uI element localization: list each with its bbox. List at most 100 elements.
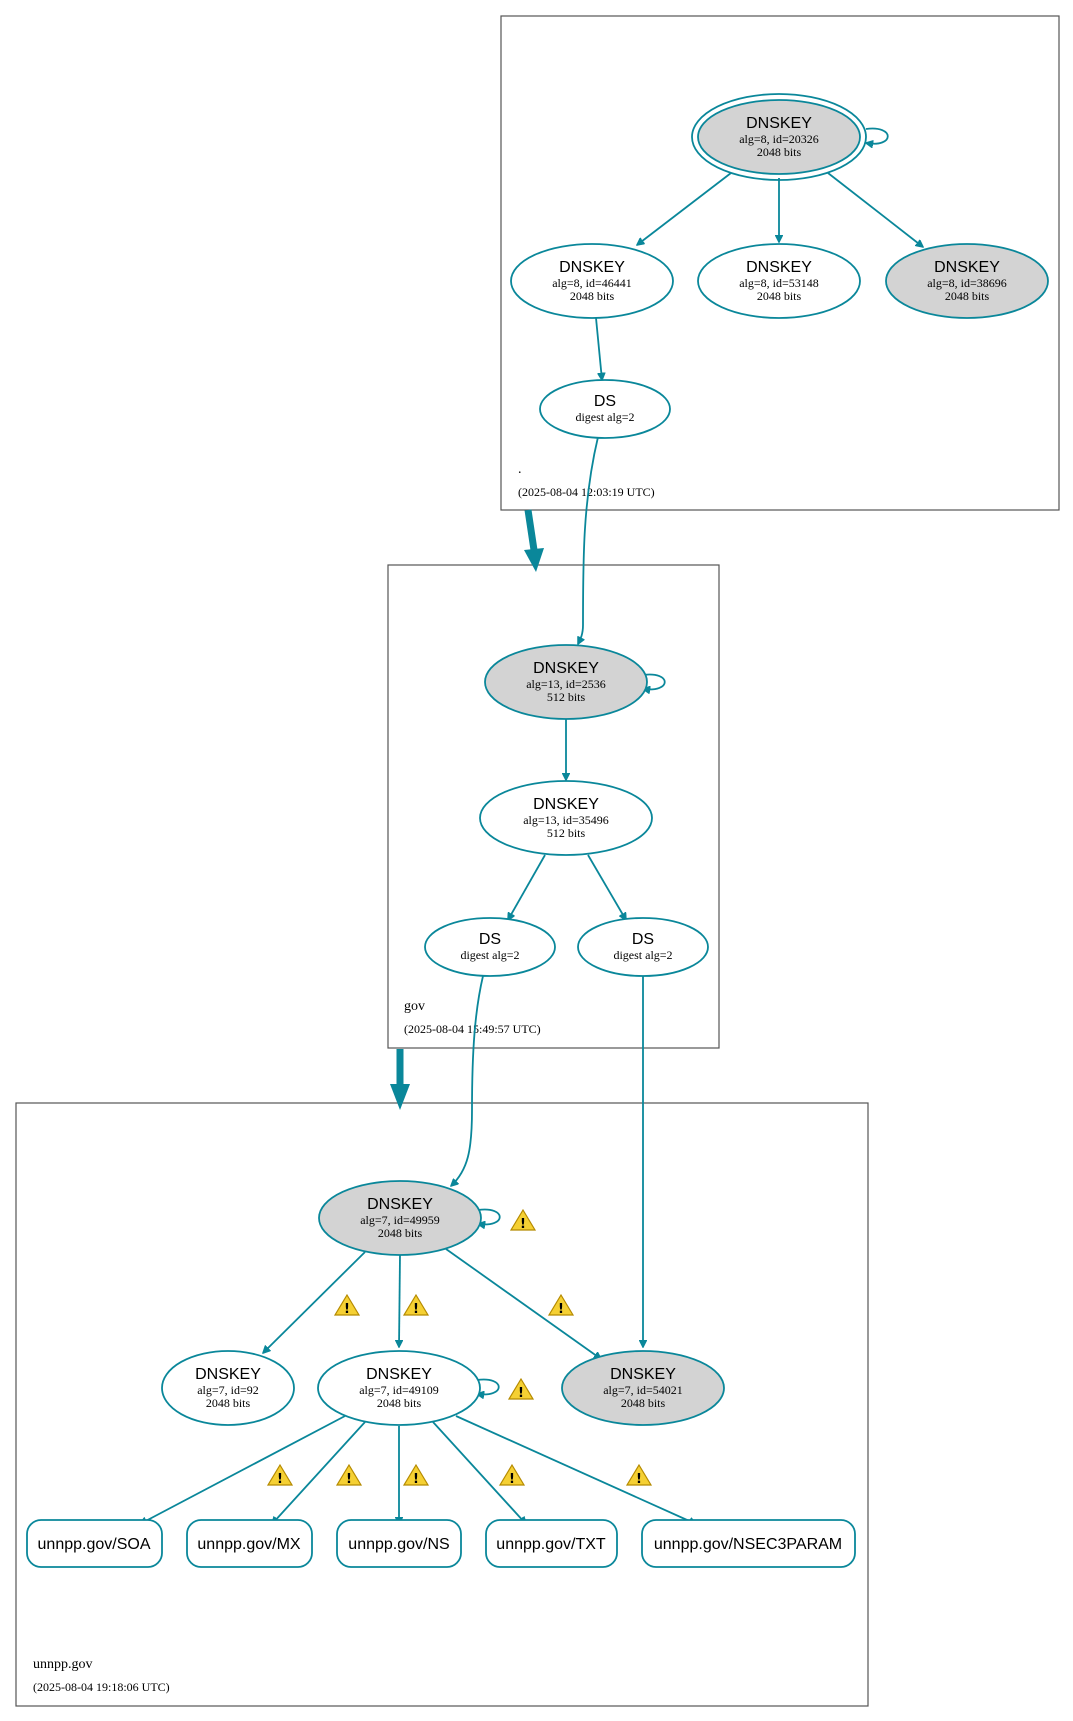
- node-title: DNSKEY: [746, 259, 812, 276]
- warning-icon: !: [266, 1463, 294, 1487]
- edge-root-ksk-self: [866, 127, 889, 144]
- node-detail-line: 2048 bits: [757, 145, 802, 159]
- node-detail-line: alg=8, id=38696: [927, 276, 1007, 290]
- rrset-txt[interactable]: unnpp.gov/TXT: [485, 1519, 618, 1568]
- node-detail-line: digest alg=2: [460, 948, 519, 962]
- node-title: DNSKEY: [559, 259, 625, 276]
- zone-gov-timestamp: (2025-08-04 15:49:57 UTC): [404, 1022, 541, 1036]
- node-dnskey-92[interactable]: DNSKEY alg=7, id=92 2048 bits: [161, 1350, 295, 1426]
- edge-unnpp-zsk-to-mx: [272, 1421, 366, 1524]
- rrset-ns-shape: [336, 1519, 462, 1568]
- svg-text:!: !: [277, 1472, 283, 1487]
- warning-icon: !: [547, 1293, 575, 1317]
- node-detail-line: 2048 bits: [378, 1226, 423, 1240]
- node-title: DNSKEY: [533, 660, 599, 677]
- edge-root-ds-to-gov-ksk: [577, 436, 599, 644]
- edge-unnpp-zsk-to-soa: [140, 1415, 346, 1525]
- warning-icon: !: [335, 1463, 363, 1487]
- delegation-arrows: [390, 509, 544, 1110]
- svg-text:!: !: [344, 1302, 350, 1317]
- node-detail-line: alg=13, id=2536: [526, 677, 606, 691]
- node-detail-line: alg=7, id=49959: [360, 1213, 440, 1227]
- node-title: DS: [594, 393, 616, 410]
- edges-layer: [140, 127, 923, 1525]
- node-title: DNSKEY: [367, 1196, 433, 1213]
- svg-text:!: !: [520, 1217, 526, 1232]
- warning-icon: !: [625, 1463, 653, 1487]
- rrset-nsec3param[interactable]: unnpp.gov/NSEC3PARAM: [641, 1519, 856, 1568]
- node-ds-gov-1[interactable]: DS digest alg=2: [424, 917, 556, 977]
- edge-unnpp-zsk-self: [477, 1378, 500, 1395]
- edge-gov-ds1-to-unnpp-ksk: [451, 975, 484, 1186]
- node-dnskey-46441[interactable]: DNSKEY alg=8, id=46441 2048 bits: [510, 243, 674, 319]
- warning-icon: !: [402, 1463, 430, 1487]
- node-dnskey-2536[interactable]: DNSKEY alg=13, id=2536 512 bits: [484, 644, 648, 720]
- node-title: DNSKEY: [533, 796, 599, 813]
- zone-unnpp-gov-timestamp: (2025-08-04 19:18:06 UTC): [33, 1680, 170, 1694]
- delegation-root-to-gov: [524, 509, 538, 551]
- node-dnskey-49109[interactable]: DNSKEY alg=7, id=49109 2048 bits: [317, 1350, 481, 1426]
- edge-unnpp-ksk-to-key-92: [263, 1251, 366, 1353]
- edge-unnpp-ksk-self: [478, 1208, 501, 1225]
- node-dnskey-20326[interactable]: DNSKEY alg=8, id=20326 2048 bits: [691, 93, 867, 181]
- rrset-soa[interactable]: unnpp.gov/SOA: [26, 1519, 163, 1568]
- node-detail-line: 2048 bits: [377, 1396, 422, 1410]
- svg-text:!: !: [558, 1302, 564, 1317]
- node-title: DNSKEY: [934, 259, 1000, 276]
- node-detail-line: 2048 bits: [757, 289, 802, 303]
- node-dnskey-92-shape: [161, 1350, 295, 1426]
- node-title: DS: [632, 931, 654, 948]
- svg-text:!: !: [413, 1472, 419, 1487]
- edge-root-zsk-to-ds: [595, 317, 602, 380]
- delegation-root-to-gov-head: [524, 548, 544, 572]
- node-detail-line: 512 bits: [547, 826, 586, 840]
- svg-text:!: !: [509, 1472, 515, 1487]
- rrset-soa-shape: [26, 1519, 163, 1568]
- node-detail-line: digest alg=2: [613, 948, 672, 962]
- node-title: DNSKEY: [366, 1366, 432, 1383]
- node-detail-line: alg=7, id=49109: [359, 1383, 439, 1397]
- edge-unnpp-zsk-to-txt: [432, 1421, 526, 1524]
- node-detail-line: alg=7, id=92: [197, 1383, 259, 1397]
- rrset-label: unnpp.gov/NSEC3PARAM: [654, 1536, 842, 1553]
- node-dnskey-2536-shape: [484, 644, 648, 720]
- node-dnskey-46441-shape: [510, 243, 674, 319]
- rrset-ns[interactable]: unnpp.gov/NS: [336, 1519, 462, 1568]
- node-detail-line: 2048 bits: [570, 289, 615, 303]
- node-dnskey-53148-shape: [697, 243, 861, 319]
- node-ds-gov-1-shape: [424, 917, 556, 977]
- zone-unnpp-gov-name: unnpp.gov: [33, 1657, 93, 1672]
- node-detail-line: alg=8, id=53148: [739, 276, 819, 290]
- node-dnskey-35496[interactable]: DNSKEY alg=13, id=35496 512 bits: [479, 780, 653, 856]
- svg-text:!: !: [636, 1472, 642, 1487]
- node-dnskey-54021[interactable]: DNSKEY alg=7, id=54021 2048 bits: [561, 1350, 725, 1426]
- node-dnskey-49109-shape: [317, 1350, 481, 1426]
- zone-gov-name: gov: [404, 999, 425, 1014]
- node-dnskey-38696[interactable]: DNSKEY alg=8, id=38696 2048 bits: [885, 243, 1049, 319]
- node-dnskey-53148[interactable]: DNSKEY alg=8, id=53148 2048 bits: [697, 243, 861, 319]
- node-detail-line: digest alg=2: [575, 410, 634, 424]
- delegation-gov-to-unnpp-head: [390, 1084, 410, 1110]
- node-detail-line: 2048 bits: [621, 1396, 666, 1410]
- svg-text:!: !: [518, 1386, 524, 1401]
- rrset-nsec3param-shape: [641, 1519, 856, 1568]
- rrset-label: unnpp.gov/SOA: [38, 1536, 151, 1553]
- warning-icon: !: [333, 1293, 361, 1317]
- svg-text:!: !: [346, 1472, 352, 1487]
- node-title: DNSKEY: [610, 1366, 676, 1383]
- node-title: DS: [479, 931, 501, 948]
- node-dnskey-49959[interactable]: DNSKEY alg=7, id=49959 2048 bits: [318, 1180, 482, 1256]
- warning-icon: !: [402, 1293, 430, 1317]
- edge-gov-zsk-to-ds2: [587, 854, 626, 920]
- node-ds-root[interactable]: DS digest alg=2: [539, 379, 671, 439]
- node-title: DNSKEY: [195, 1366, 261, 1383]
- node-detail-line: alg=7, id=54021: [603, 1383, 683, 1397]
- rrset-mx[interactable]: unnpp.gov/MX: [186, 1519, 313, 1568]
- node-dnskey-49959-shape: [318, 1180, 482, 1256]
- node-detail-line: alg=13, id=35496: [523, 813, 609, 827]
- rrset-label: unnpp.gov/TXT: [496, 1536, 606, 1553]
- rrset-label: unnpp.gov/NS: [348, 1536, 449, 1553]
- node-title: DNSKEY: [746, 115, 812, 132]
- node-ds-gov-2[interactable]: DS digest alg=2: [577, 917, 709, 977]
